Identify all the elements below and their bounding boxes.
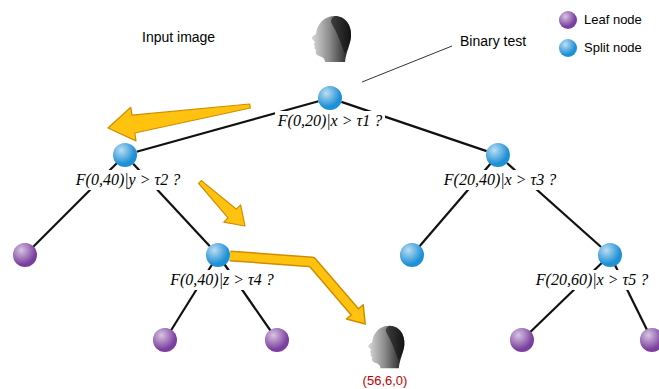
head-hair xyxy=(331,16,351,54)
binary-test-label: F(0,40)|z > τ4 ? xyxy=(167,270,277,290)
leaf-node xyxy=(13,243,37,267)
leaf-node-shine xyxy=(510,328,534,352)
tree-branch xyxy=(522,255,610,340)
tree-branch xyxy=(165,255,218,340)
tree-branch xyxy=(218,255,277,340)
output-leaf: (56,6,0) xyxy=(363,324,407,370)
binary-test-label: F(20,40)|x > τ3 ? xyxy=(441,170,559,190)
binary-test-label: F(0,40)|y > τ2 ? xyxy=(73,170,183,190)
callout-label: Binary test xyxy=(460,33,526,49)
binary-test-label: F(0,20)|x > τ1 ? xyxy=(275,111,385,131)
output-value-label: (56,6,0) xyxy=(360,371,411,389)
caption-label: Binary test xyxy=(458,32,528,50)
leaf-node xyxy=(640,328,659,352)
binary-test: F(0,20)|x > τ1 ? xyxy=(278,112,382,129)
leaf-node xyxy=(265,328,289,352)
leader-line xyxy=(362,46,452,82)
path-arrow xyxy=(199,181,245,226)
leaf-node-shine xyxy=(153,328,177,352)
output-value: (56,6,0) xyxy=(363,373,408,388)
split-node: F(0,40)|y > τ2 ? xyxy=(113,143,137,167)
split-node: F(0,40)|z > τ4 ? xyxy=(206,243,230,267)
head-silhouette xyxy=(368,326,404,368)
legend-entry: Split node xyxy=(559,38,642,58)
split-node xyxy=(400,243,424,267)
output-head-image xyxy=(363,324,407,370)
legend-swatch xyxy=(559,39,577,57)
binary-test: F(20,60)|x > τ5 ? xyxy=(536,271,648,288)
leaf-node xyxy=(153,328,177,352)
split-node: F(0,20)|x > τ1 ? xyxy=(318,86,342,110)
legend-text: Split node xyxy=(584,40,642,56)
legend-text: Leaf node xyxy=(584,12,642,28)
split-node-shine xyxy=(400,243,424,267)
leaf-node-shine xyxy=(640,328,659,352)
legend-entry: Leaf node xyxy=(559,10,642,30)
legend-swatch xyxy=(559,11,577,29)
binary-test: F(20,40)|x > τ3 ? xyxy=(444,171,556,188)
leaf-node-shine xyxy=(265,328,289,352)
leaf-node-shine xyxy=(13,243,37,267)
leaf-node xyxy=(510,328,534,352)
binary-test: F(0,40)|z > τ4 ? xyxy=(170,271,274,288)
input-head-image xyxy=(312,16,351,62)
binary-test: F(0,40)|y > τ2 ? xyxy=(76,171,180,188)
split-node: F(20,40)|x > τ3 ? xyxy=(486,143,510,167)
path-arrow xyxy=(108,104,250,141)
caption-label: Input image xyxy=(140,28,217,46)
input-label: Input image xyxy=(142,29,215,45)
head-hair xyxy=(386,326,404,361)
tree-branch xyxy=(610,255,652,340)
binary-test-label: F(20,60)|x > τ5 ? xyxy=(533,270,651,290)
head-silhouette xyxy=(312,16,351,62)
split-node: F(20,60)|x > τ5 ? xyxy=(598,243,622,267)
